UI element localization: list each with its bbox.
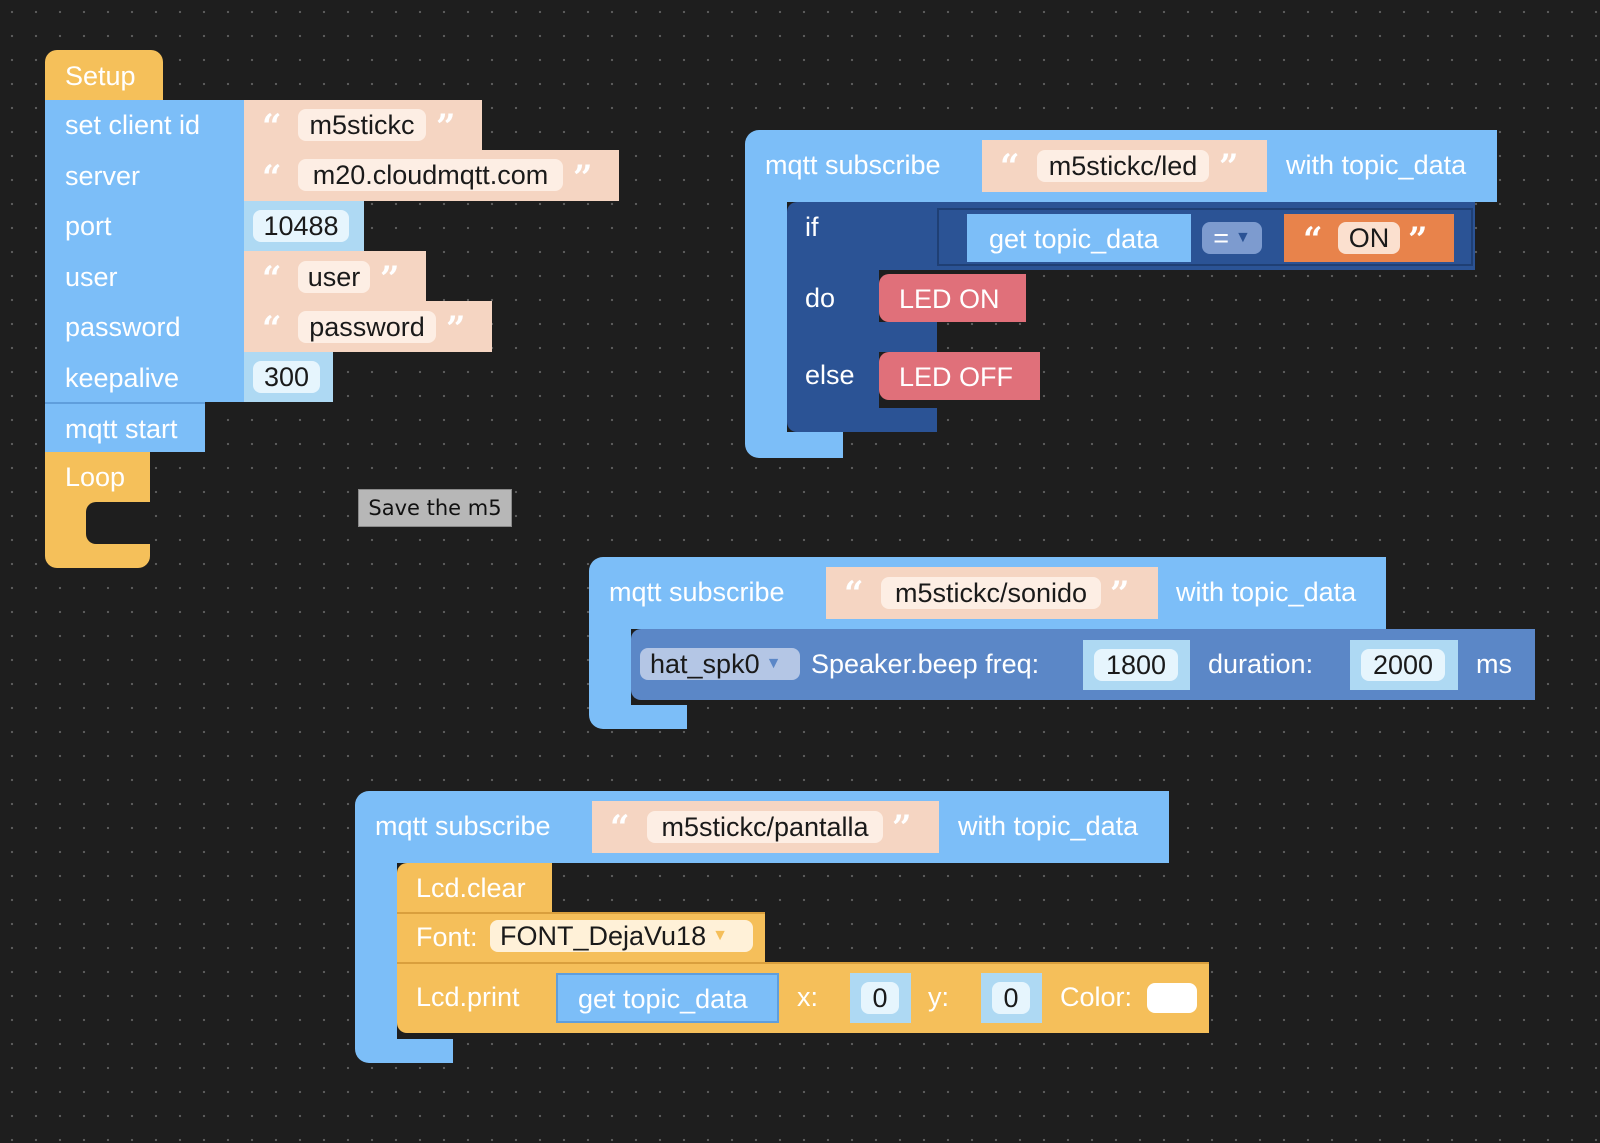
client-id-label: set client id	[65, 110, 201, 140]
quote-close-icon: ”	[1110, 574, 1130, 614]
lcd-clear-block[interactable]	[397, 863, 552, 912]
quote-open-icon: “	[262, 259, 282, 299]
font-value: FONT_DejaVu18	[500, 920, 707, 951]
duration-label: duration:	[1208, 649, 1314, 679]
quote-close-icon: ”	[1408, 220, 1428, 260]
get-topic-data-block[interactable]	[556, 973, 779, 1023]
get-topic-data-label: get topic_data	[578, 984, 748, 1014]
client-id-input[interactable]: m5stickc	[298, 109, 426, 141]
quote-close-icon: ”	[892, 808, 912, 848]
mqtt-start-label: mqtt start	[65, 414, 178, 444]
save-tooltip[interactable]: Save the m5	[358, 489, 512, 527]
quote-open-icon: “	[262, 309, 282, 349]
loop-slot	[86, 502, 150, 544]
quote-open-icon: “	[610, 808, 630, 848]
topic-data-suffix: with topic_data	[1286, 150, 1467, 180]
duration-input[interactable]: 2000	[1361, 649, 1445, 681]
else-label: else	[805, 360, 855, 390]
operator-label: =	[1213, 222, 1229, 253]
speaker-value: hat_spk0	[650, 648, 760, 679]
port-input[interactable]: 10488	[253, 210, 349, 242]
topic-data-suffix: with topic_data	[958, 811, 1139, 841]
server-input[interactable]: m20.cloudmqtt.com	[298, 159, 563, 191]
server-label: server	[65, 161, 141, 191]
mqtt-start-block[interactable]	[45, 402, 205, 452]
quote-close-icon: ”	[380, 259, 400, 299]
subscribe-sonido-spine	[589, 627, 631, 707]
subscribe-label: mqtt subscribe	[375, 811, 551, 841]
subscribe-pantalla-foot	[355, 1039, 453, 1063]
setup-label: Setup	[65, 61, 136, 91]
password-input[interactable]: password	[298, 311, 436, 343]
operator-dropdown[interactable]: = ▼	[1202, 222, 1262, 254]
quote-open-icon: “	[1303, 220, 1323, 260]
chevron-down-icon: ▼	[765, 655, 782, 672]
topic-input[interactable]: m5stickc/pantalla	[647, 811, 883, 843]
if-do-arm	[879, 322, 937, 352]
subscribe-led-foot	[745, 432, 843, 458]
freq-input[interactable]: 1800	[1094, 649, 1178, 681]
led-on-block[interactable]	[879, 274, 1026, 322]
subscribe-label: mqtt subscribe	[765, 150, 941, 180]
lcd-clear-label: Lcd.clear	[416, 873, 526, 903]
color-label: Color:	[1060, 982, 1133, 1012]
setup-settings-block[interactable]	[45, 100, 245, 402]
beep-freq-label: Speaker.beep freq:	[811, 649, 1040, 679]
compare-input[interactable]: ON	[1338, 222, 1400, 254]
y-input[interactable]: 0	[992, 982, 1030, 1014]
quote-close-icon: ”	[1219, 147, 1239, 187]
chevron-down-icon: ▼	[712, 927, 728, 944]
led-on-label: LED ON	[899, 284, 1000, 314]
loop-label: Loop	[65, 462, 126, 492]
subscribe-pantalla-spine	[355, 861, 397, 1041]
keepalive-input[interactable]: 300	[253, 361, 320, 393]
get-topic-data-block[interactable]	[967, 214, 1191, 262]
quote-open-icon: “	[844, 574, 864, 614]
led-off-label: LED OFF	[899, 362, 1014, 392]
topic-input[interactable]: m5stickc/sonido	[881, 577, 1101, 609]
topic-input[interactable]: m5stickc/led	[1037, 150, 1209, 182]
subscribe-label: mqtt subscribe	[609, 577, 785, 607]
password-label: password	[65, 312, 181, 342]
topic-data-suffix: with topic_data	[1176, 577, 1357, 607]
lcd-print-block[interactable]	[397, 962, 1209, 1033]
setup-hat[interactable]	[45, 50, 163, 100]
chevron-down-icon: ▼	[1234, 229, 1251, 246]
lcd-print-label: Lcd.print	[416, 982, 520, 1012]
if-label: if	[805, 212, 819, 242]
user-label: user	[65, 262, 118, 292]
quote-open-icon: “	[262, 107, 282, 147]
quote-open-icon: “	[1000, 147, 1020, 187]
subscribe-sonido-foot	[589, 705, 687, 729]
quote-close-icon: ”	[573, 158, 593, 198]
quote-close-icon: ”	[446, 309, 466, 349]
if-else-foot	[787, 408, 937, 432]
unit-label: ms	[1476, 649, 1512, 679]
color-swatch[interactable]	[1147, 983, 1197, 1013]
quote-close-icon: ”	[436, 107, 456, 147]
keepalive-label: keepalive	[65, 363, 180, 393]
y-label: y:	[928, 982, 950, 1012]
speaker-dropdown[interactable]: hat_spk0 ▼	[640, 648, 800, 680]
led-off-block[interactable]	[879, 352, 1040, 400]
font-label: Font:	[416, 922, 478, 952]
x-label: x:	[797, 982, 819, 1012]
user-input[interactable]: user	[298, 261, 370, 293]
font-dropdown[interactable]: FONT_DejaVu18 ▼	[490, 920, 753, 952]
x-input[interactable]: 0	[861, 982, 899, 1014]
do-label: do	[805, 283, 836, 313]
port-label: port	[65, 211, 112, 241]
quote-open-icon: “	[262, 158, 282, 198]
get-topic-data-label: get topic_data	[989, 224, 1159, 254]
subscribe-led-spine	[745, 200, 787, 434]
if-else-spine	[787, 268, 879, 410]
